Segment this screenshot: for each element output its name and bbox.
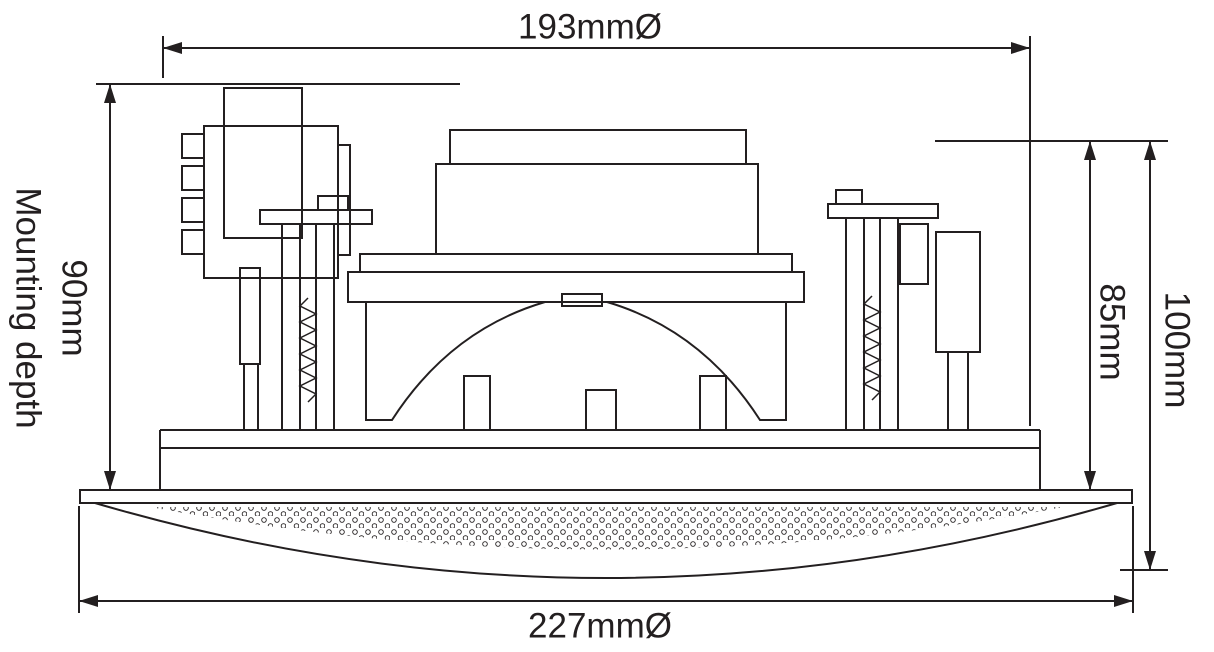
grille-perforations [150, 507, 1064, 550]
dim-label-top-diameter: 193mmØ [518, 7, 662, 47]
arrowhead-right-icon [1114, 595, 1133, 607]
spring-right [862, 295, 882, 401]
spring-left [298, 297, 318, 403]
arrowhead-down-icon [1144, 551, 1156, 570]
dim-label-overall-diameter: 227mmØ [528, 606, 672, 646]
woofer [347, 253, 805, 431]
trim-ring [79, 489, 1133, 504]
dim-label-mounting-depth-value: 90mm [54, 259, 94, 357]
dim-label-overall-height: 100mm [1157, 291, 1197, 409]
speaker-body [79, 429, 1133, 504]
dim-label-inner-height: 85mm [1092, 283, 1132, 381]
dim-line-left-90 [96, 83, 460, 491]
dim-line-right-100 [935, 140, 1168, 571]
grille-outline [94, 502, 1118, 579]
arrowhead-left-icon [163, 42, 182, 54]
arrowhead-down-icon [1084, 471, 1096, 490]
dim-label-mounting-depth: Mounting depth [8, 187, 48, 429]
dim-line-bottom-227 [78, 506, 1134, 613]
right-mount-bracket [827, 189, 981, 431]
arrowhead-down-icon [104, 471, 116, 490]
transformer [181, 87, 351, 279]
cone-right [606, 301, 787, 421]
grille [94, 502, 1118, 579]
crossover-box [435, 129, 759, 255]
dim-line-top-193 [162, 36, 1031, 426]
arrowhead-up-icon [104, 84, 116, 103]
arrowhead-right-icon [1011, 42, 1030, 54]
arrowhead-left-icon [79, 595, 98, 607]
cone-left [365, 301, 546, 421]
arrowhead-up-icon [1144, 141, 1156, 160]
left-mount-bracket [239, 195, 373, 431]
arrowhead-up-icon [1084, 141, 1096, 160]
